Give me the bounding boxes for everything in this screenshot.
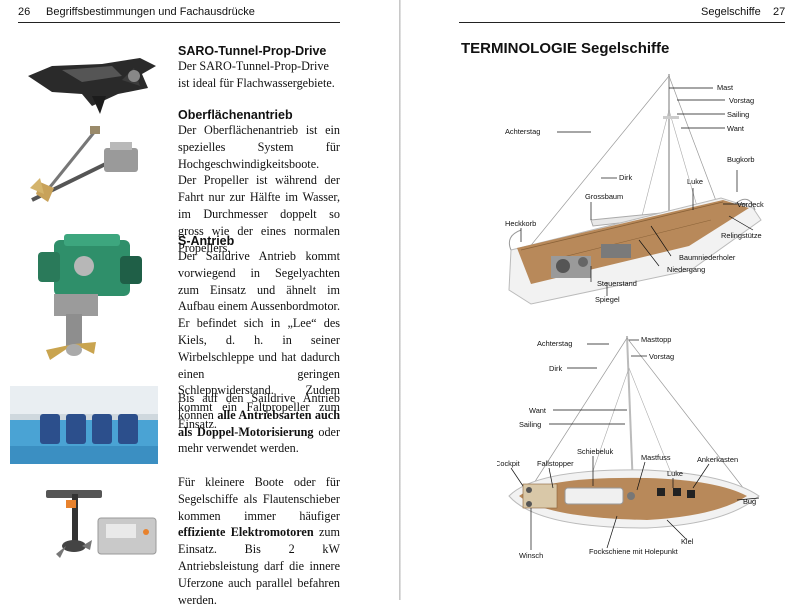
d1-label-vorstag: Vorstag [729, 96, 754, 105]
d2-label-fockschiene: Fockschiene mit Holepunkt [589, 547, 678, 556]
electric-outboard-image [46, 490, 157, 558]
d1-label-sailing: Sailing [727, 110, 749, 119]
d1-label-baumniederholer: Baumniederholer [679, 253, 736, 262]
para-electric: Für kleinere Boote oder für Segelschiffe… [178, 474, 340, 608]
heading-s-drive: S-Antrieb [178, 234, 235, 248]
d1-label-bugkorb: Bugkorb [727, 155, 755, 164]
d1-label-vordeck: Vordeck [737, 200, 764, 209]
d2-label-bug: Bug [743, 497, 756, 506]
text-surface-drive: Der Oberflächenantrieb ist ein spezielle… [178, 123, 340, 255]
d2-label-fallstopper: Fallstopper [537, 459, 574, 468]
para5-after: zum Einsatz. Bis 2 kW Antriebsleistung d… [178, 525, 341, 607]
d1-label-dirk: Dirk [619, 173, 632, 182]
d1-label-relingstuetze: Relingstütze [721, 231, 762, 240]
page-number-right: 27 [773, 6, 786, 18]
saildrive-image [38, 234, 142, 360]
para-twin-motor: Bis auf den Saildrive Antrieb können all… [178, 390, 340, 457]
d1-label-mast: Mast [717, 83, 733, 92]
d2-label-ankerkasten: Ankerkasten [697, 455, 738, 464]
header-rule [18, 22, 340, 23]
heading-surface-drive: Oberflächenantrieb [178, 108, 293, 122]
d2-label-masttopp: Masttopp [641, 335, 671, 344]
header-rule-right [459, 22, 785, 23]
section-saro: SARO-Tunnel-Prop-Drive Der SARO-Tunnel-P… [178, 44, 340, 92]
surface-drive-image [30, 126, 138, 202]
d2-label-winsch: Winsch [519, 551, 543, 560]
text-s-drive: Der Saildrive Antrieb kommt vorwiegend i… [178, 249, 340, 431]
sailboat-side-diagram: Mast Vorstag Sailing Want Achterstag Bug… [505, 74, 764, 305]
d1-label-grossbaum: Grossbaum [585, 192, 623, 201]
book-gutter [399, 0, 401, 600]
text-saro: Der SARO-Tunnel-Prop-Drive ist ideal für… [178, 59, 335, 90]
page-title: TERMINOLOGIE Segelschiffe [461, 40, 670, 57]
para4-after: oder mehr verwendet werden. [178, 424, 341, 456]
saro-drive-image [28, 58, 156, 114]
d1-label-heckkorb: Heckkorb [505, 219, 536, 228]
para5-before: Für kleinere Boote oder für Segelschiffe… [178, 475, 340, 523]
d2-label-mastfuss: Mastfuss [641, 453, 671, 462]
left-page: 26 Begriffsbestimmungen und Fachausdrück… [0, 0, 399, 607]
d2-label-achterstag: Achterstag [537, 339, 572, 348]
d1-label-achterstag: Achterstag [505, 127, 540, 136]
d1-label-luke: Luke [687, 177, 703, 186]
d2-label-want: Want [529, 406, 546, 415]
d1-label-niedergang: Niedergang [667, 265, 705, 274]
section-surface-drive: Oberflächenantrieb Der Oberflächenantrie… [178, 108, 340, 256]
d1-label-spiegel: Spiegel [595, 295, 620, 304]
para4-bold: alle Antriebsarten auch als Doppel-Motor… [178, 407, 340, 439]
d2-label-kiel: Kiel [681, 537, 694, 546]
para5-bold: effiziente Elektromotoren [178, 525, 314, 540]
d1-label-steuerstand: Steuerstand [597, 279, 637, 288]
d2-label-vorstag: Vorstag [649, 352, 674, 361]
para4-before: Bis auf den Saildrive Antrieb können [178, 391, 340, 422]
d2-label-cockpit: Cockpit [497, 459, 520, 468]
sailboat-top-diagram: Achterstag Masttopp Vorstag Dirk Want Sa… [497, 335, 760, 560]
running-head-right: Segelschiffe [701, 6, 761, 18]
d2-label-schiebeluk: Schiebeluk [577, 447, 613, 456]
section-s-drive: S-Antrieb Der Saildrive Antrieb kommt vo… [178, 234, 340, 433]
right-page: Segelschiffe 27 TERMINOLOGIE Segelschiff… [401, 0, 800, 600]
d2-label-sailing: Sailing [519, 420, 541, 429]
d2-label-dirk: Dirk [549, 364, 562, 373]
d1-label-want: Want [727, 124, 744, 133]
d2-label-luke: Luke [667, 469, 683, 478]
heading-saro: SARO-Tunnel-Prop-Drive [178, 44, 327, 58]
page-number-left: 26 [18, 6, 31, 18]
twin-outboard-image [10, 386, 158, 464]
running-head-left: Begriffsbestimmungen und Fachausdrücke [46, 6, 255, 18]
